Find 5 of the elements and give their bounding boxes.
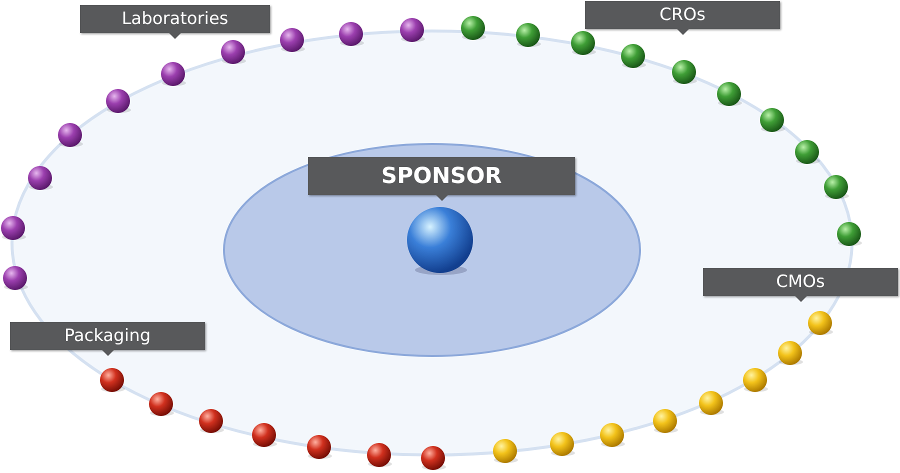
label-text: CROs	[660, 5, 706, 25]
label-text: CMOs	[776, 272, 825, 292]
label-text: Laboratories	[122, 9, 228, 29]
label-text: Packaging	[64, 326, 151, 346]
label-text: SPONSOR	[381, 164, 502, 188]
